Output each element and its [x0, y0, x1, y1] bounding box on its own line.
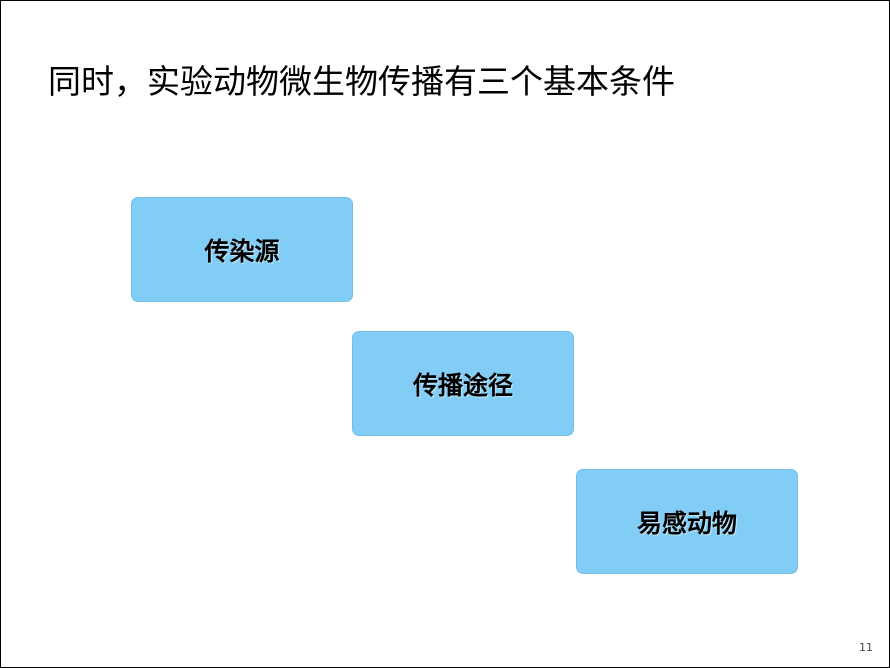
step-label: 传播途径: [412, 370, 513, 400]
step-box-infection-source: 传染源: [131, 197, 353, 302]
page-number: 11: [859, 641, 873, 654]
step-box-transmission-route: 传播途径: [352, 331, 574, 436]
slide-title: 同时，实验动物微生物传播有三个基本条件: [48, 62, 675, 101]
step-label: 传染源: [204, 236, 280, 266]
step-box-susceptible-animal: 易感动物: [576, 469, 798, 574]
step-label: 易感动物: [636, 508, 737, 538]
